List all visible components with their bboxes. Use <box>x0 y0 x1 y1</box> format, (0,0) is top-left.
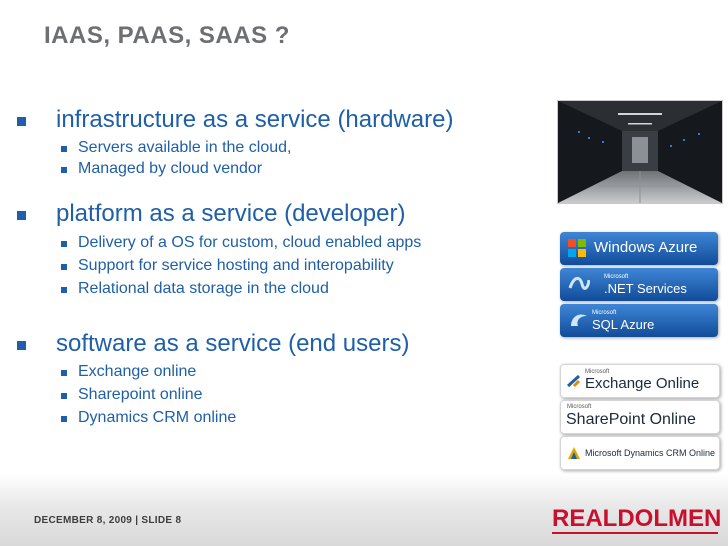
sharepoint-label: SharePoint Online <box>566 411 696 428</box>
windows-azure-label: Windows Azure <box>594 239 698 256</box>
exchange-online-logo: Microsoft Exchange Online <box>560 364 720 398</box>
sub-item: Servers available in the cloud, <box>78 139 292 156</box>
section-heading-paas: platform as a service (developer) <box>56 200 406 227</box>
footer-band <box>0 474 728 546</box>
sql-azure-label: SQL Azure <box>592 317 655 332</box>
sub-bullet-marker <box>61 167 67 173</box>
brand-part2: DOLMEN <box>617 505 722 532</box>
bullet-marker <box>17 341 26 350</box>
sub-bullet-marker <box>61 146 67 152</box>
server-room-photo <box>557 100 723 204</box>
sub-bullet-marker <box>61 241 67 247</box>
dynamics-crm-online-logo: Microsoft Dynamics CRM Online <box>560 436 720 470</box>
exchange-microsoft: Microsoft <box>585 369 610 375</box>
slide-title: IAAS, PAAS, SAAS ? <box>44 22 290 49</box>
dynamics-icon <box>568 447 580 459</box>
sub-bullet-marker <box>61 393 67 399</box>
sub-item: Relational data storage in the cloud <box>78 280 329 297</box>
section-heading-saas: software as a service (end users) <box>56 330 410 357</box>
net-wave-icon <box>568 277 590 290</box>
bullet-marker <box>17 117 26 126</box>
net-services-logo: Microsoft .NET Services <box>560 268 718 301</box>
brand-underline <box>552 532 718 534</box>
footer-date-slide: DECEMBER 8, 2009 | SLIDE 8 <box>34 515 182 526</box>
realdolmen-logo: REALDOLMEN <box>552 505 721 533</box>
sql-swirl-icon <box>571 314 587 326</box>
sub-bullet-marker <box>61 264 67 270</box>
exchange-label: Exchange Online <box>585 375 700 392</box>
sql-azure-microsoft: Microsoft <box>592 310 617 316</box>
sql-azure-logo: Microsoft SQL Azure <box>560 304 718 337</box>
exchange-icon <box>567 374 581 388</box>
sub-item: Managed by cloud vendor <box>78 160 263 177</box>
sub-item: Sharepoint online <box>78 386 203 403</box>
sub-bullet-marker <box>61 370 67 376</box>
net-services-label: .NET Services <box>604 281 687 296</box>
sub-item: Dynamics CRM online <box>78 409 237 426</box>
net-services-microsoft: Microsoft <box>604 274 629 280</box>
section-heading-iaas: infrastructure as a service (hardware) <box>56 106 454 133</box>
sub-item: Exchange online <box>78 363 197 380</box>
sub-bullet-marker <box>61 416 67 422</box>
sub-item: Delivery of a OS for custom, cloud enabl… <box>78 234 422 251</box>
server-room-image <box>558 101 722 203</box>
sharepoint-microsoft: Microsoft <box>567 404 592 410</box>
windows-azure-logo: Windows Azure <box>560 232 718 265</box>
sharepoint-online-logo: Microsoft SharePoint Online <box>560 400 720 434</box>
sub-bullet-marker <box>61 287 67 293</box>
bullet-marker <box>17 211 26 220</box>
sub-item: Support for service hosting and interopa… <box>78 257 394 274</box>
windows-flag-icon <box>568 239 586 257</box>
dynamics-label: Microsoft Dynamics CRM Online <box>585 448 716 458</box>
brand-part1: REAL <box>552 505 618 532</box>
